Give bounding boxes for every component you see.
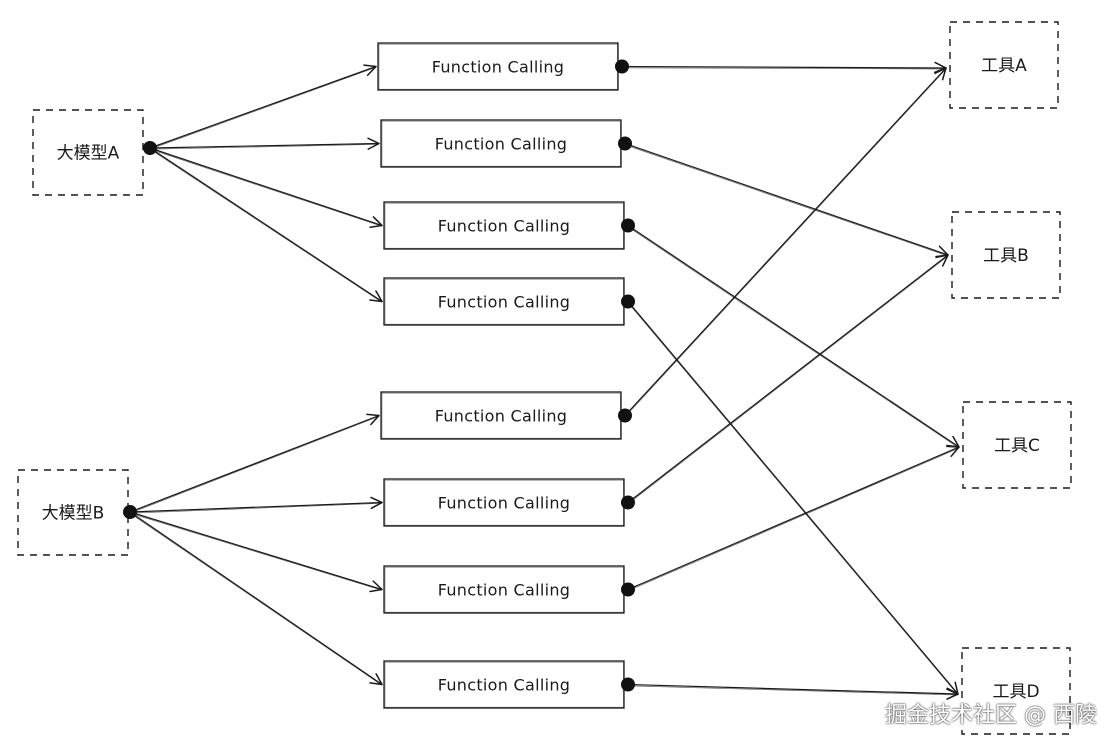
function-calling-label: Function Calling <box>438 676 571 695</box>
function-calling-label: Function Calling <box>438 494 571 513</box>
fc-connector-dot <box>621 582 635 597</box>
edge-model-to-fc-sketch <box>129 512 383 591</box>
edge-fc-to-tool <box>621 61 947 75</box>
edge-model-to-fc <box>149 147 383 228</box>
model-box-a <box>32 109 144 196</box>
edge-fc-to-tool <box>627 445 960 591</box>
function-calling-label: Function Calling <box>438 293 571 312</box>
edge-fc-to-tool <box>627 254 949 503</box>
edge-fc-to-tool <box>627 301 959 695</box>
fc-connector-dot <box>615 59 629 74</box>
function-calling-label: Function Calling <box>435 135 568 154</box>
model-connector-dot <box>143 141 157 155</box>
fc-connector-dot <box>621 294 635 309</box>
tool-box-c <box>962 401 1072 489</box>
edge-model-to-fc-sketch <box>149 143 380 150</box>
edge-fc-to-tool-sketch <box>624 144 949 257</box>
function-calling-box <box>383 201 625 250</box>
edge-fc-to-tool-sketch <box>627 255 949 505</box>
function-calling-box <box>380 119 622 168</box>
edge-fc-to-tool-sketch <box>621 67 947 70</box>
edge-fc-to-tool <box>624 142 949 258</box>
fc-connector-dot <box>621 495 635 510</box>
tool-box-d <box>961 647 1071 735</box>
function-calling-box <box>383 277 625 326</box>
edge-fc-to-tool-sketch <box>627 226 960 449</box>
fc-connector-dot <box>618 136 632 151</box>
edge-fc-to-tool <box>624 67 947 416</box>
model-label-b: 大模型B <box>42 504 105 524</box>
function-calling-label: Function Calling <box>438 581 571 600</box>
function-calling-box <box>383 565 625 614</box>
function-calling-label: Function Calling <box>435 407 568 426</box>
watermark: 掘金技术社区 @ 西陵 <box>885 703 1097 728</box>
edge-fc-to-tool <box>627 225 960 448</box>
edge-model-to-fc <box>129 496 383 513</box>
fc-connector-dot <box>618 408 632 423</box>
function-calling-label: Function Calling <box>438 217 571 236</box>
edge-fc-to-tool <box>627 683 959 700</box>
tool-label-d: 工具D <box>992 682 1039 702</box>
function-calling-label: Function Calling <box>432 58 565 77</box>
connection-lines <box>129 61 960 700</box>
function-calling-box <box>383 478 625 527</box>
edge-fc-to-tool-sketch <box>624 68 947 418</box>
edge-model-to-fc-sketch <box>149 148 383 227</box>
tool-label-b: 工具B <box>983 246 1029 266</box>
edge-fc-to-tool-sketch <box>627 685 959 696</box>
edge-model-to-fc-sketch <box>149 66 377 150</box>
edge-model-to-fc-sketch <box>129 512 383 686</box>
edge-model-to-fc <box>149 147 383 303</box>
function-calling-box <box>383 660 625 709</box>
edge-model-to-fc-sketch <box>129 502 383 514</box>
function-calling-box <box>377 42 619 91</box>
fc-connector-dot <box>621 218 635 233</box>
tool-label-c: 工具C <box>994 436 1040 456</box>
model-box-b <box>17 469 129 556</box>
tool-label-a: 工具A <box>981 56 1027 76</box>
fc-connector-dot <box>621 677 635 692</box>
edge-model-to-fc <box>129 511 383 593</box>
edge-model-to-fc <box>129 511 383 686</box>
edge-model-to-fc <box>149 64 377 149</box>
edge-fc-to-tool-sketch <box>627 302 959 696</box>
function-calling-box <box>380 391 622 440</box>
tool-box-b <box>951 211 1061 299</box>
tool-box-a <box>949 21 1059 109</box>
edge-model-to-fc-sketch <box>129 415 380 514</box>
edge-fc-to-tool-sketch <box>627 447 960 592</box>
edge-model-to-fc-sketch <box>149 148 383 303</box>
edge-model-to-fc <box>129 413 380 513</box>
model-connector-dot <box>123 505 137 519</box>
edge-model-to-fc <box>149 137 380 150</box>
model-label-a: 大模型A <box>57 144 120 164</box>
